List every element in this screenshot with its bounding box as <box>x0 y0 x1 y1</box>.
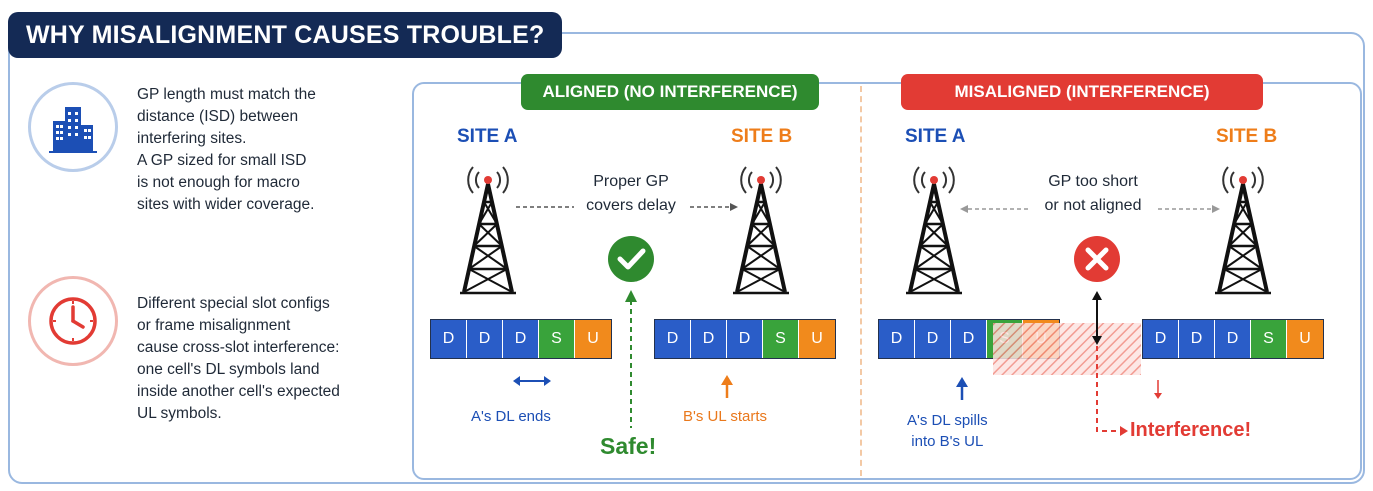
gp-length-text: GP length must match the distance (ISD) … <box>137 86 316 213</box>
slot-dl: D <box>655 320 691 358</box>
slot-dl: D <box>1143 320 1179 358</box>
misaligned-a-note: A's DL spills into B's UL <box>907 412 988 450</box>
slot-ul: U <box>1023 320 1059 358</box>
aligned-frame-a: D D D S U <box>430 319 612 359</box>
buildings-icon <box>28 82 118 172</box>
slot-dl: D <box>503 320 539 358</box>
slot-dl: D <box>1215 320 1251 358</box>
slot-ul: U <box>575 320 611 358</box>
aligned-a-note: A's DL ends <box>471 408 551 425</box>
aligned-site-b-label: SITE B <box>731 126 793 147</box>
aligned-site-a-label: SITE A <box>457 126 518 147</box>
misaligned-frame-b: D D D S U <box>1142 319 1324 359</box>
slot-dl: D <box>431 320 467 358</box>
aligned-b-note: B's UL starts <box>683 408 767 425</box>
slot-special: S <box>539 320 575 358</box>
slot-dl: D <box>467 320 503 358</box>
aligned-gp-text: Proper GP covers delay <box>586 173 676 214</box>
slot-dl: D <box>691 320 727 358</box>
slot-dl: D <box>915 320 951 358</box>
aligned-frame-b: D D D S U <box>654 319 836 359</box>
slot-ul: U <box>799 320 835 358</box>
slot-special: S <box>987 320 1023 358</box>
slot-dl: D <box>879 320 915 358</box>
slot-special: S <box>763 320 799 358</box>
slot-ul: U <box>1287 320 1323 358</box>
misaligned-site-a-label: SITE A <box>905 126 966 147</box>
misaligned-site-b-label: SITE B <box>1216 126 1278 147</box>
aligned-header: ALIGNED (NO INTERFERENCE) <box>521 74 819 110</box>
panel-divider <box>860 86 862 476</box>
misaligned-frame-a: D D D S U <box>878 319 1060 359</box>
slot-special: S <box>1251 320 1287 358</box>
slot-dl: D <box>951 320 987 358</box>
misaligned-gp-text: GP too short or not aligned <box>1044 173 1142 214</box>
interference-label: Interference! <box>1130 419 1252 441</box>
misaligned-header: MISALIGNED (INTERFERENCE) <box>901 74 1263 110</box>
slot-dl: D <box>727 320 763 358</box>
slot-config-text: Different special slot configs or frame … <box>137 295 340 422</box>
page-title: WHY MISALIGNMENT CAUSES TROUBLE? <box>8 12 563 58</box>
clock-icon <box>28 276 118 366</box>
safe-label: Safe! <box>600 433 657 459</box>
slot-dl: D <box>1179 320 1215 358</box>
comparison-panel <box>412 82 1362 480</box>
